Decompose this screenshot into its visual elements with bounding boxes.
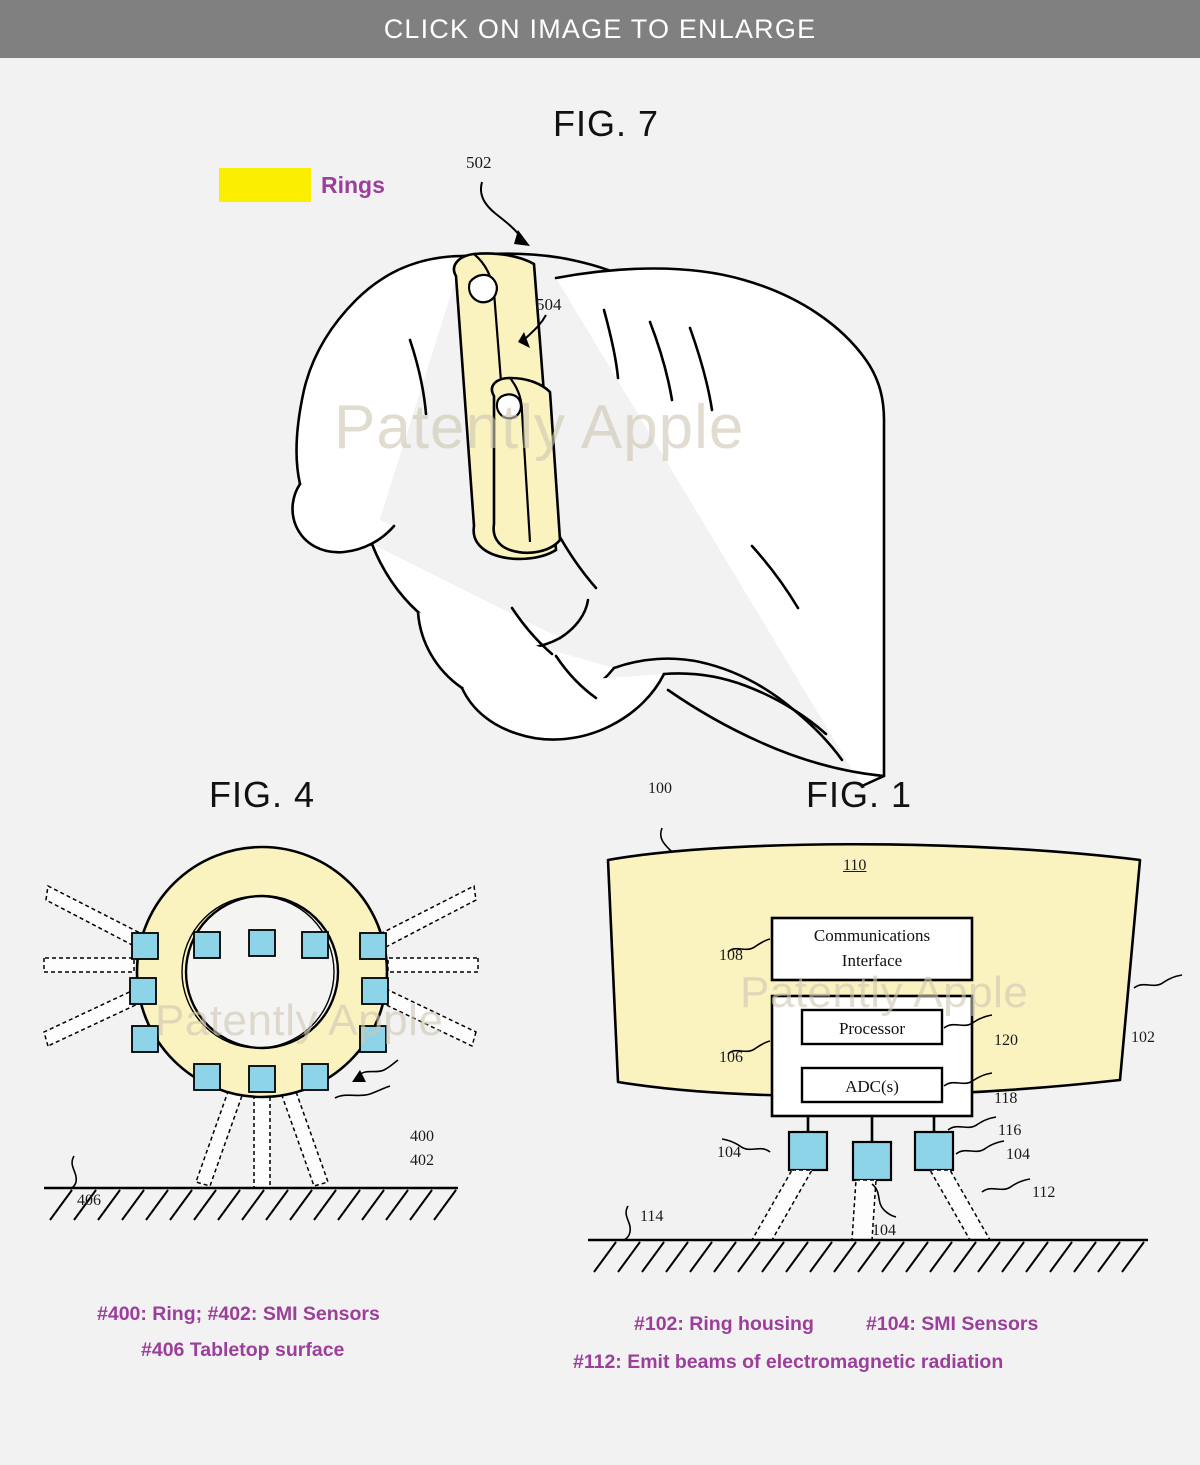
ref-406: 406 [77,1192,101,1209]
ref-502: 502 [466,153,492,172]
ref-104-left: 104 [717,1144,741,1161]
figure-title-fig4: FIG. 4 [209,774,316,815]
comms-interface-label-line1: Communications [814,926,930,945]
legend-swatch-rings [219,168,311,202]
processor-label: Processor [839,1019,905,1038]
caption-fig1-line2: #112: Emit beams of electromagnetic radi… [573,1351,1004,1373]
ref-402: 402 [410,1152,434,1169]
ref-108: 108 [719,947,743,964]
legend-label-rings: Rings [321,172,385,198]
caption-fig1-line1a: #102: Ring housing [634,1313,814,1335]
click-to-enlarge-banner[interactable]: CLICK ON IMAGE TO ENLARGE [0,0,1200,58]
ref-104-right: 104 [1006,1146,1030,1163]
ref-120: 120 [994,1032,1018,1049]
adc-label: ADC(s) [845,1077,899,1096]
ref-118: 118 [994,1090,1018,1107]
caption-fig4-line2: #406 Tabletop surface [141,1339,345,1361]
figure-title-fig7: FIG. 7 [553,103,660,144]
ref-102: 102 [1131,1029,1155,1046]
ref-400: 400 [410,1128,434,1145]
ref-112: 112 [1032,1184,1056,1201]
comms-interface-label-line2: Interface [842,951,902,970]
ref-100: 100 [648,780,672,797]
caption-fig4-line1: #400: Ring; #402: SMI Sensors [97,1303,380,1325]
ref-104-mid: 104 [872,1222,896,1239]
figure-title-fig1: FIG. 1 [806,774,913,815]
ref-504: 504 [536,295,562,314]
figure-fig1-drawing: Communications Interface Processor ADC(s… [588,827,1183,1273]
ref-116: 116 [998,1122,1022,1139]
figure-fig7-drawing [291,181,886,788]
ref-110: 110 [843,857,867,874]
caption-fig1-line1b: #104: SMI Sensors [866,1313,1039,1335]
figure-fig4-drawing [43,845,479,1221]
ref-106: 106 [719,1049,743,1066]
banner-label: CLICK ON IMAGE TO ENLARGE [383,13,817,44]
ref-114: 114 [640,1208,664,1225]
